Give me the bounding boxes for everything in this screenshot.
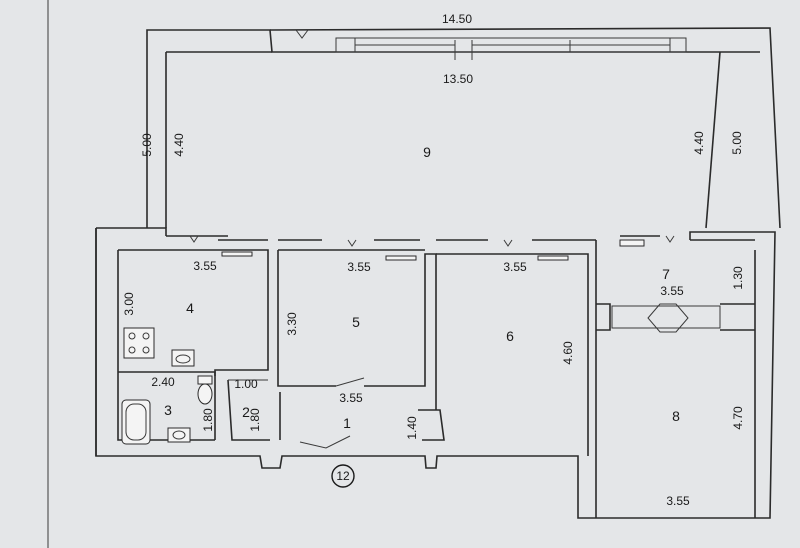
room-label: 3 xyxy=(164,402,172,418)
dimension-label: 2.40 xyxy=(151,375,175,389)
toilet-icon xyxy=(197,375,213,405)
room-label: 4 xyxy=(186,300,194,316)
room-label: 2 xyxy=(242,404,250,420)
dimension-label: 3.55 xyxy=(339,391,363,405)
dimension-label: 1.80 xyxy=(201,408,215,432)
dimension-label: 1.30 xyxy=(731,266,745,290)
dimension-label: 3.00 xyxy=(122,292,136,316)
dimension-label: 14.50 xyxy=(442,12,472,26)
dimension-label: 5.00 xyxy=(140,133,154,157)
dimension-label: 4.40 xyxy=(172,133,186,157)
apartment-marker: 12 xyxy=(331,464,355,488)
dimension-label: 1.40 xyxy=(405,416,419,440)
room-label: 6 xyxy=(506,328,514,344)
dimension-label: 3.55 xyxy=(503,260,527,274)
door-markers xyxy=(189,235,675,449)
bathtub-icon xyxy=(121,399,151,445)
dimension-label: 5.00 xyxy=(730,131,744,155)
dimension-label: 1.00 xyxy=(234,377,258,391)
dimension-label: 4.60 xyxy=(561,341,575,365)
apartment-marker-label: 12 xyxy=(336,469,350,483)
dimension-label: 3.55 xyxy=(347,260,371,274)
bathroom-sink-icon xyxy=(167,427,191,443)
room-9-walls xyxy=(146,27,781,229)
room-label: 5 xyxy=(352,314,360,330)
room-label: 9 xyxy=(423,144,431,160)
dimension-label: 1.80 xyxy=(248,408,262,432)
room-label: 8 xyxy=(672,408,680,424)
dimension-label: 3.55 xyxy=(666,494,690,508)
dimension-label: 4.70 xyxy=(731,406,745,430)
kitchen-sink-icon xyxy=(171,349,195,367)
dimension-label: 13.50 xyxy=(443,72,473,86)
dimension-label: 3.55 xyxy=(193,259,217,273)
room-label: 7 xyxy=(662,266,670,282)
room-label: 1 xyxy=(343,415,351,431)
radiator-icons xyxy=(221,239,645,261)
dimension-label: 3.55 xyxy=(660,284,684,298)
stove-icon xyxy=(123,327,155,359)
dimension-label: 4.40 xyxy=(692,131,706,155)
apartment-walls xyxy=(95,227,776,519)
dimension-label: 3.30 xyxy=(285,312,299,336)
